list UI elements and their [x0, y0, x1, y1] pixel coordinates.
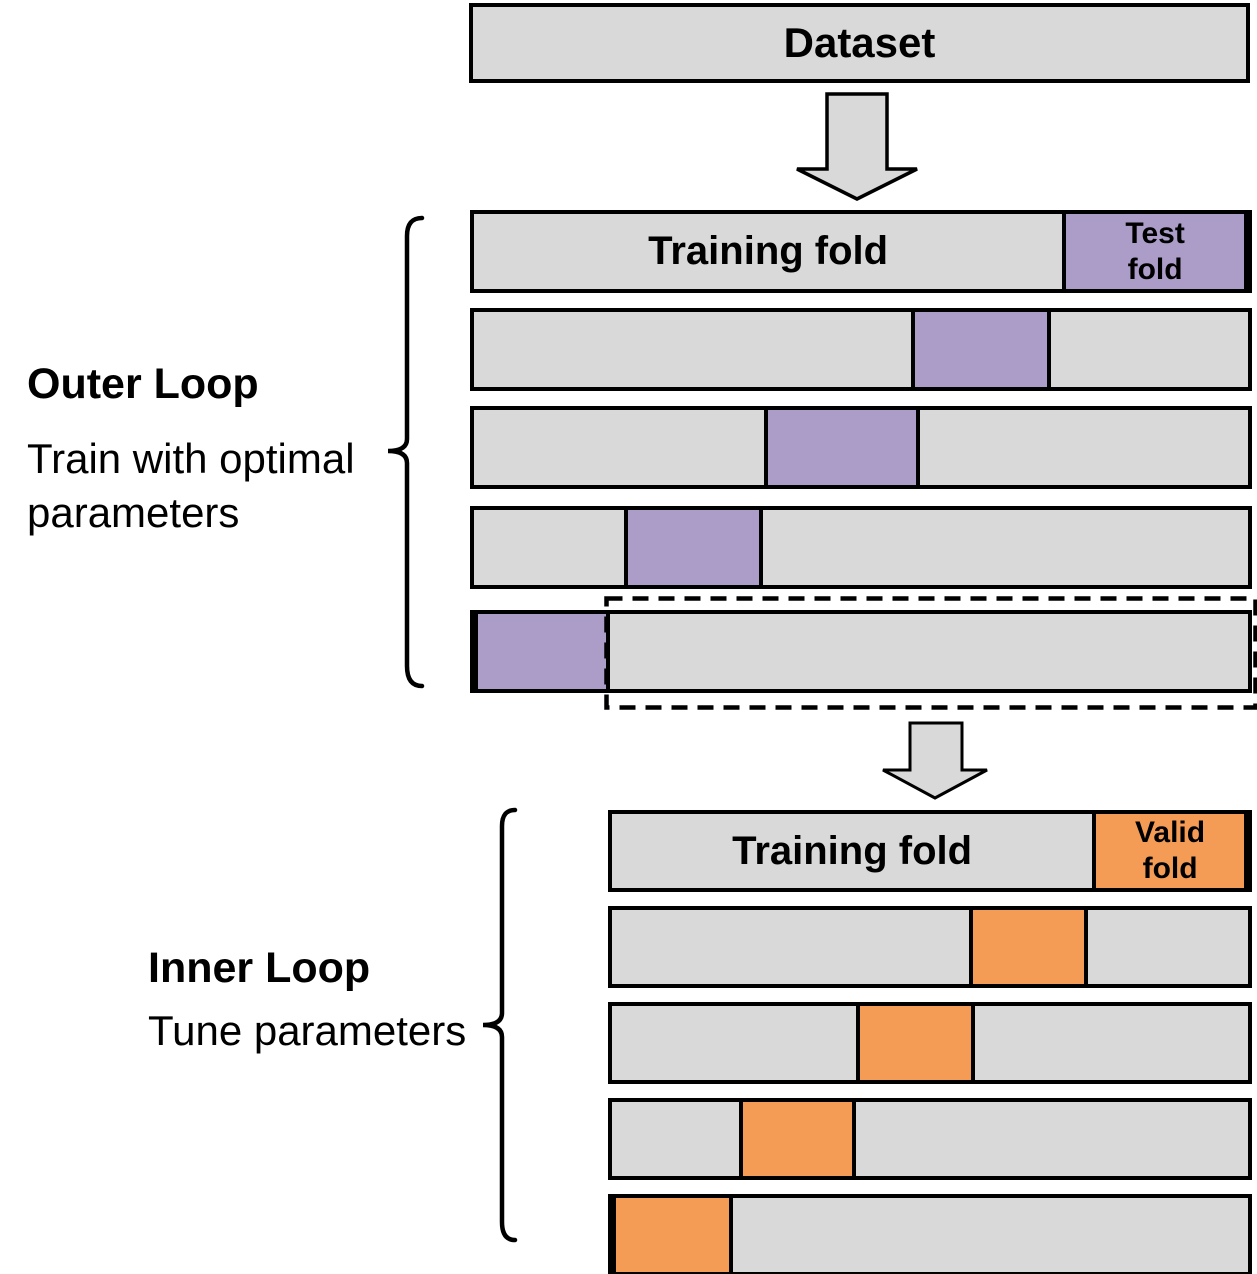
- inner-loop-label: Inner Loop Tune parameters: [148, 942, 466, 1058]
- inner-fold-row-highlight: [738, 1098, 857, 1180]
- down-arrow-top-shape: [796, 92, 918, 201]
- outer-brace-path: [387, 215, 425, 689]
- down-arrow-top-icon: [796, 92, 918, 201]
- outer-fold-row-highlight: [764, 406, 920, 489]
- inner-loop-brace: [482, 807, 518, 1243]
- fold-label-line: fold: [1142, 852, 1198, 885]
- outer-fold-row-highlight: [911, 308, 1051, 391]
- training-fold-label: Training fold: [648, 229, 889, 273]
- fold-label-line: Test: [1125, 216, 1185, 250]
- inner-brace-path: [482, 807, 518, 1243]
- down-arrow-bottom-icon: [882, 721, 988, 800]
- inner-fold-row: [608, 906, 1252, 988]
- dataset-label: Dataset: [783, 19, 936, 66]
- inner-fold-row: [608, 1002, 1252, 1084]
- outer-loop-title: Outer Loop: [27, 360, 259, 408]
- dataset-box: Dataset: [469, 3, 1250, 83]
- outer-fold-row: [470, 308, 1252, 391]
- outer-loop-label: Outer Loop Train with optimal parameters: [27, 358, 355, 540]
- inner-fold-row-highlight: [856, 1002, 975, 1084]
- outer-fold-row-highlight: [624, 506, 764, 589]
- outer-fold-row-highlight: [474, 610, 611, 693]
- outer-fold-row: [470, 506, 1252, 589]
- outer-loop-subtitle-line2: parameters: [27, 489, 240, 536]
- inner-loop-title: Inner Loop: [148, 944, 371, 992]
- inner-fold-row-highlight: [969, 906, 1088, 988]
- down-arrow-bottom-shape: [882, 721, 988, 800]
- outer-loop-brace: [387, 215, 425, 689]
- inner-fold-row-highlight: [612, 1194, 734, 1274]
- inner-fold-row: [608, 1098, 1252, 1180]
- fold-label-line: Valid: [1135, 816, 1206, 849]
- outer-fold-row: [470, 406, 1252, 489]
- outer-loop-subtitle-line1: Train with optimal: [27, 435, 355, 482]
- selected-training-fold-outline: [604, 596, 1257, 710]
- training-fold-label: Training fold: [732, 828, 973, 873]
- inner-loop-subtitle-line1: Tune parameters: [148, 1007, 467, 1054]
- fold-label-line: fold: [1127, 252, 1183, 286]
- dashed-rect-shape: [604, 596, 1257, 710]
- outer-fold-row: [470, 610, 1252, 693]
- inner-fold-row: [608, 1194, 1252, 1274]
